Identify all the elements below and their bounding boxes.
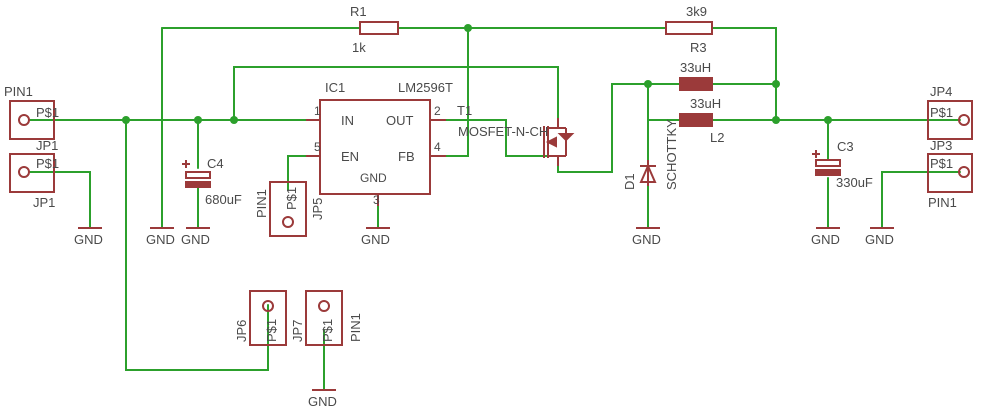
svg-text:JP1: JP1: [33, 195, 55, 210]
gnd-rail: GND: [146, 227, 175, 247]
svg-text:C3: C3: [837, 139, 854, 154]
connector-jp1: JP1 P$1 JP1: [9, 138, 59, 210]
svg-text:PIN1: PIN1: [4, 84, 33, 99]
svg-text:C4: C4: [207, 156, 224, 171]
gnd-label: GND: [74, 232, 103, 247]
gnd-label: GND: [146, 232, 175, 247]
svg-text:P$1: P$1: [264, 319, 279, 342]
svg-text:R3: R3: [690, 40, 707, 55]
inductor-top: 33uH: [679, 60, 713, 91]
resistor-r3: 3k9 R3: [665, 4, 713, 55]
gnd-c4: GND: [181, 227, 210, 247]
svg-text:P$1: P$1: [930, 105, 953, 120]
wires: [29, 27, 961, 391]
svg-text:PIN1: PIN1: [928, 195, 957, 210]
svg-text:P$1: P$1: [36, 105, 59, 120]
svg-text:1k: 1k: [352, 40, 366, 55]
svg-text:P$1: P$1: [36, 156, 59, 171]
connector-jp4: JP4 P$1: [927, 84, 973, 140]
svg-text:GND: GND: [360, 171, 387, 185]
connector-input-top: PIN1 P$1: [4, 84, 59, 140]
svg-text:4: 4: [434, 140, 441, 154]
svg-text:JP7: JP7: [290, 320, 305, 342]
svg-text:JP6: JP6: [234, 320, 249, 342]
svg-text:1: 1: [314, 104, 321, 118]
svg-text:JP1: JP1: [36, 138, 58, 153]
svg-text:JP4: JP4: [930, 84, 952, 99]
connector-jp3: JP3 P$1 PIN1: [927, 138, 973, 210]
svg-text:5: 5: [314, 140, 321, 154]
svg-text:3k9: 3k9: [686, 4, 707, 19]
gnd-label: GND: [181, 232, 210, 247]
svg-text:D1: D1: [622, 173, 637, 190]
svg-text:OUT: OUT: [386, 113, 414, 128]
inductor-l2: 33uH L2: [679, 96, 724, 145]
svg-text:P$1: P$1: [320, 319, 335, 342]
diode-d1: D1 SCHOTTKY: [622, 119, 679, 190]
ground-symbols: GND GND GND GND GND GND GND GND: [74, 227, 894, 409]
resistor-r1: R1 1k: [350, 4, 399, 55]
connector-jp5: PIN1 P$1 JP5: [254, 181, 325, 237]
svg-text:33uH: 33uH: [690, 96, 721, 111]
capacitor-c4: C4 680uF: [182, 156, 242, 207]
svg-text:EN: EN: [341, 149, 359, 164]
mosfet-t1: T1 MOSFET-N-CH: [457, 103, 575, 166]
ic-name: IC1: [325, 80, 345, 95]
gnd-jp7: GND: [308, 389, 337, 409]
svg-text:P$1: P$1: [284, 187, 299, 210]
svg-text:L2: L2: [710, 130, 724, 145]
gnd-diode: GND: [632, 227, 661, 247]
gnd-c3: GND: [811, 227, 840, 247]
capacitor-c3: C3 330uF: [812, 139, 873, 190]
svg-text:JP3: JP3: [930, 138, 952, 153]
gnd-label: GND: [811, 232, 840, 247]
svg-text:R1: R1: [350, 4, 367, 19]
svg-text:IN: IN: [341, 113, 354, 128]
gnd-jp1: GND: [74, 227, 103, 247]
svg-text:33uH: 33uH: [680, 60, 711, 75]
svg-text:PIN1: PIN1: [254, 189, 269, 218]
ic-lm2596: IC1 LM2596T IN OUT EN FB GND 1 2 3 4 5: [306, 80, 453, 207]
ic-part: LM2596T: [398, 80, 453, 95]
svg-text:3: 3: [373, 193, 380, 207]
gnd-ic: GND: [361, 227, 390, 247]
gnd-out: GND: [865, 227, 894, 247]
svg-text:JP5: JP5: [310, 198, 325, 220]
svg-text:P$1: P$1: [930, 156, 953, 171]
mosfet-name: T1: [457, 103, 472, 118]
gnd-label: GND: [308, 394, 337, 409]
svg-text:330uF: 330uF: [836, 175, 873, 190]
mosfet-part: MOSFET-N-CH: [458, 124, 548, 139]
connector-jp7: JP7 P$1 PIN1: [290, 290, 363, 346]
gnd-label: GND: [361, 232, 390, 247]
svg-text:SCHOTTKY: SCHOTTKY: [664, 119, 679, 190]
svg-text:PIN1: PIN1: [348, 313, 363, 342]
svg-text:FB: FB: [398, 149, 415, 164]
gnd-label: GND: [865, 232, 894, 247]
connector-jp6: JP6 P$1: [234, 290, 287, 346]
svg-text:680uF: 680uF: [205, 192, 242, 207]
junctions: [122, 24, 832, 124]
gnd-label: GND: [632, 232, 661, 247]
svg-text:2: 2: [434, 104, 441, 118]
